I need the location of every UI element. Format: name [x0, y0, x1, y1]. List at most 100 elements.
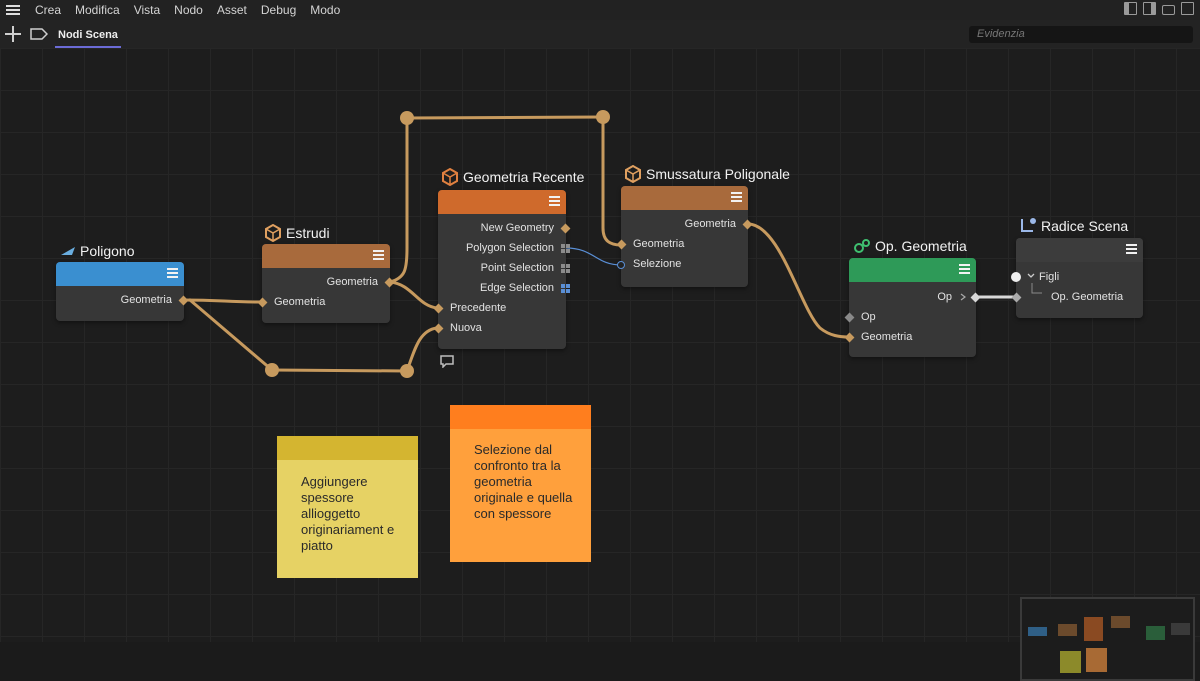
- node-title-text: Estrudi: [286, 225, 330, 241]
- minimap-node: [1058, 624, 1077, 636]
- port-label: Op. Geometria: [1051, 291, 1124, 303]
- node-title-estrudi[interactable]: Estrudi: [264, 224, 330, 242]
- node-menu-icon[interactable]: [549, 196, 560, 206]
- node-title-op-geometria[interactable]: Op. Geometria: [853, 238, 967, 254]
- node-header[interactable]: [56, 262, 184, 286]
- note-header[interactable]: [450, 405, 591, 429]
- minimap-node: [1028, 627, 1047, 636]
- port-label: Edge Selection: [480, 282, 554, 294]
- port-label: Point Selection: [480, 262, 554, 274]
- node-title-poligono[interactable]: Poligono: [60, 243, 135, 259]
- menu-nodo[interactable]: Nodo: [174, 3, 203, 17]
- node-op-geometria[interactable]: Op Op Geometria: [844, 258, 981, 357]
- wire-smussatura-opgeo: [746, 222, 851, 339]
- port-pin-out[interactable]: [561, 244, 570, 253]
- node-menu-icon[interactable]: [731, 192, 742, 202]
- port-label: Geometria: [861, 331, 913, 343]
- node-header[interactable]: [1016, 238, 1143, 262]
- minimap-node: [1171, 623, 1190, 635]
- node-estrudi[interactable]: Geometria Geometria: [257, 244, 395, 323]
- window-controls: [1124, 2, 1194, 15]
- search-input[interactable]: Evidenzia: [969, 26, 1193, 43]
- port-label: Op: [861, 311, 876, 323]
- cube-icon: [442, 168, 458, 186]
- hamburger-icon[interactable]: [6, 5, 20, 15]
- node-header[interactable]: [262, 244, 390, 268]
- sticky-note-yellow[interactable]: Aggiungere spessore allioggetto originar…: [277, 436, 418, 578]
- node-radice-scena[interactable]: Figli Op. Geometria: [1011, 238, 1143, 318]
- port-pin-in[interactable]: [1011, 272, 1021, 282]
- note-text: Aggiungere spessore allioggetto originar…: [301, 474, 395, 553]
- reroute-bottom-left: [265, 363, 279, 377]
- comment-icon[interactable]: [440, 355, 454, 368]
- plus-icon[interactable]: [5, 26, 21, 42]
- chevron-right-icon: [960, 293, 966, 301]
- node-header[interactable]: [621, 186, 748, 210]
- port-label: Selezione: [633, 258, 682, 270]
- reroute-bottom-right: [400, 364, 414, 378]
- minimap-note: [1086, 648, 1107, 672]
- hierarchy-icon: [1021, 218, 1036, 232]
- port-label: Geometria: [120, 294, 172, 306]
- node-title-geometria-recente[interactable]: Geometria Recente: [441, 168, 584, 186]
- layout-right-icon[interactable]: [1143, 2, 1156, 15]
- port-label: New Geometry: [480, 222, 554, 234]
- menu-modifica[interactable]: Modifica: [75, 3, 120, 17]
- note-header[interactable]: [277, 436, 418, 460]
- node-smussatura[interactable]: Geometria Geometria Selezione: [616, 186, 753, 287]
- port-pin-out[interactable]: [561, 264, 570, 273]
- port-pin-out[interactable]: [561, 284, 570, 293]
- tab-nodi-scena[interactable]: Nodi Scena: [55, 26, 121, 48]
- node-menu-icon[interactable]: [373, 250, 384, 260]
- layout-left-icon[interactable]: [1124, 2, 1137, 15]
- wire-reroute-horizontal: [270, 368, 409, 373]
- expand-icon[interactable]: [1181, 2, 1194, 15]
- menu-vista[interactable]: Vista: [133, 3, 161, 17]
- tree-branch-icon: [1031, 283, 1042, 294]
- node-title-text: Radice Scena: [1041, 218, 1129, 234]
- lock-icon[interactable]: [1162, 5, 1175, 15]
- menu-asset[interactable]: Asset: [216, 3, 247, 17]
- wires-layer: [182, 110, 1016, 378]
- wire-poligono-reroute: [188, 298, 274, 372]
- port-label: Geometria: [274, 296, 326, 308]
- node-title-smussatura[interactable]: Smussatura Poligonale: [624, 165, 790, 183]
- minimap-node: [1146, 626, 1165, 640]
- note-text: Selezione dal confronto tra la geometria…: [474, 442, 573, 521]
- cube-icon: [265, 224, 281, 242]
- triangle-icon: [61, 247, 75, 255]
- node-menu-icon[interactable]: [959, 264, 970, 274]
- minimap-node: [1084, 617, 1103, 641]
- wire-estrudi-precedente: [388, 280, 439, 310]
- sticky-note-orange[interactable]: Selezione dal confronto tra la geometria…: [450, 405, 591, 562]
- wire-selection: [565, 247, 622, 266]
- node-geometria-recente[interactable]: New Geometry Polygon Selection Point Sel…: [433, 190, 571, 349]
- cube-icon: [625, 165, 641, 183]
- wire-poligono-estrudi: [182, 298, 264, 304]
- port-label: Polygon Selection: [465, 242, 554, 254]
- node-header[interactable]: [849, 258, 976, 282]
- port-label: Precedente: [450, 302, 507, 314]
- tab-bar: Nodi Scena Evidenzia: [0, 20, 1200, 48]
- node-title-text: Smussatura Poligonale: [646, 166, 790, 182]
- wire-reroute-nuova: [405, 326, 439, 373]
- node-menu-icon[interactable]: [167, 268, 178, 278]
- reroute-top-left: [400, 111, 414, 125]
- minimap-note: [1060, 651, 1081, 673]
- menu-debug[interactable]: Debug: [260, 3, 297, 17]
- minimap[interactable]: [1020, 597, 1195, 681]
- node-poligono[interactable]: Geometria: [56, 262, 189, 321]
- node-canvas[interactable]: Poligono Geometria Estrudi Geometria Geo…: [0, 48, 1200, 681]
- port-label: Geometria: [326, 276, 378, 288]
- menu-modo[interactable]: Modo: [310, 3, 341, 17]
- chevron-down-icon[interactable]: [1027, 273, 1035, 279]
- menu-crea[interactable]: Crea: [35, 3, 62, 17]
- tag-icon[interactable]: [30, 28, 48, 40]
- port-pin-in[interactable]: [617, 261, 625, 269]
- port-label: Geometria: [633, 238, 685, 250]
- wire-top-smussatura: [601, 115, 623, 247]
- node-header[interactable]: [438, 190, 566, 214]
- node-menu-icon[interactable]: [1126, 244, 1137, 254]
- node-title-radice-scena[interactable]: Radice Scena: [1019, 217, 1128, 235]
- port-label: Figli: [1039, 271, 1060, 283]
